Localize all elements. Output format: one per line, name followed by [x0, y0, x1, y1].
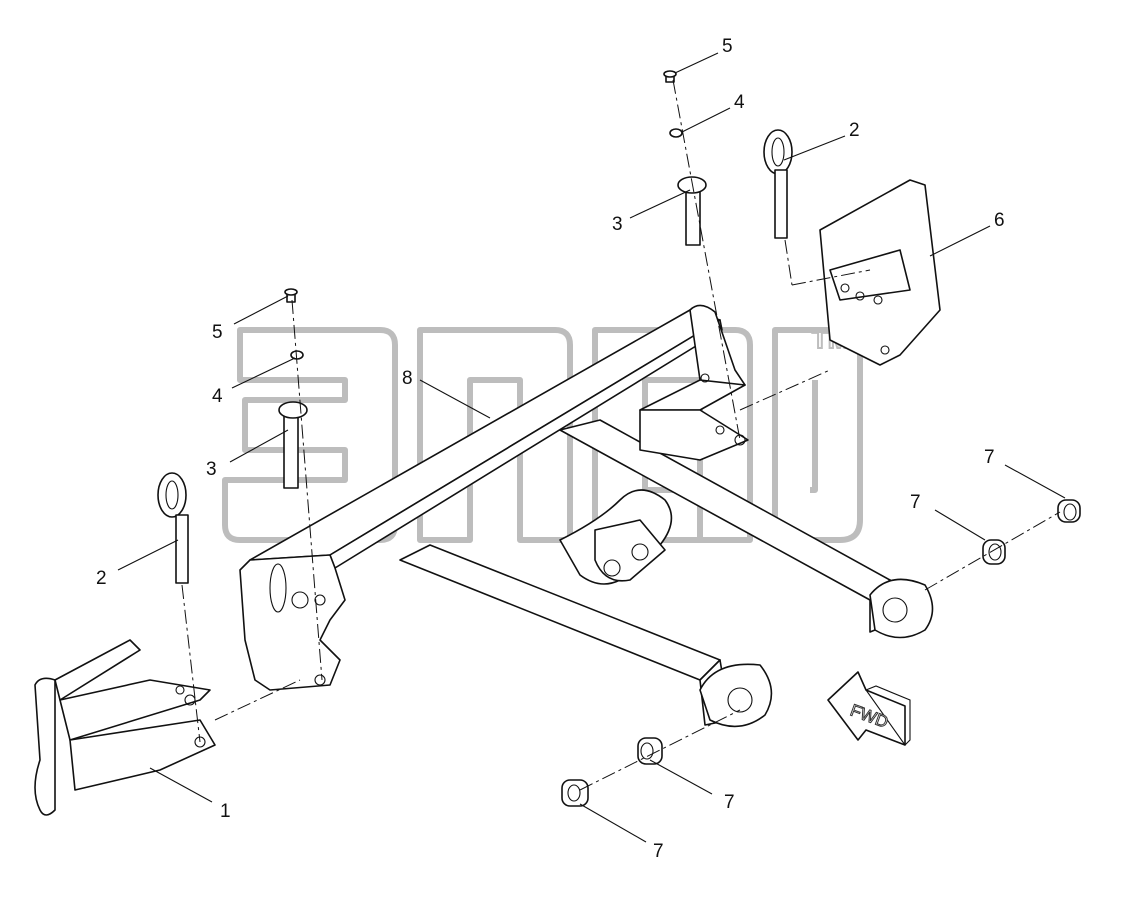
callout-washer-left: 4 [212, 386, 223, 407]
callout-bushing-a: 7 [984, 447, 995, 468]
bushing-a [1057, 499, 1081, 523]
callout-pin-left: 3 [206, 459, 217, 480]
callout-bushing-c: 7 [724, 792, 735, 813]
callout-washer-right: 4 [734, 92, 745, 113]
bushing-b [982, 539, 1006, 565]
callout-bracket-right: 6 [994, 210, 1005, 231]
assembly-center-lines [181, 79, 1061, 791]
right-mount-bracket [819, 179, 941, 366]
pin-right [677, 176, 707, 246]
forward-direction-arrow: FWD [827, 671, 911, 746]
left-mount-bracket [34, 639, 216, 816]
callout-bushing-b: 7 [910, 492, 921, 513]
callouts: 5 4 2 3 6 5 4 3 2 8 7 7 7 7 1 [96, 36, 1005, 862]
bolt-left [284, 288, 298, 303]
main-frame [239, 304, 934, 728]
bushing-d [561, 779, 589, 807]
callout-main-frame: 8 [402, 368, 413, 389]
callout-left-bracket: 1 [220, 801, 231, 822]
bushing-c [637, 737, 663, 765]
callout-eye-pin-right: 2 [849, 120, 860, 141]
bolt-right [663, 70, 677, 83]
callout-bolt-left: 5 [212, 322, 223, 343]
callout-bolt-right: 5 [722, 36, 733, 57]
callout-eye-pin-left: 2 [96, 568, 107, 589]
lifting-eye-pin-right [763, 129, 793, 239]
leader-lines [117, 52, 1066, 843]
pin-left [278, 401, 308, 489]
lifting-eye-pin-left [157, 472, 189, 584]
callout-pin-right: 3 [612, 214, 623, 235]
callout-bushing-d: 7 [653, 841, 664, 862]
washer-right [669, 128, 683, 138]
